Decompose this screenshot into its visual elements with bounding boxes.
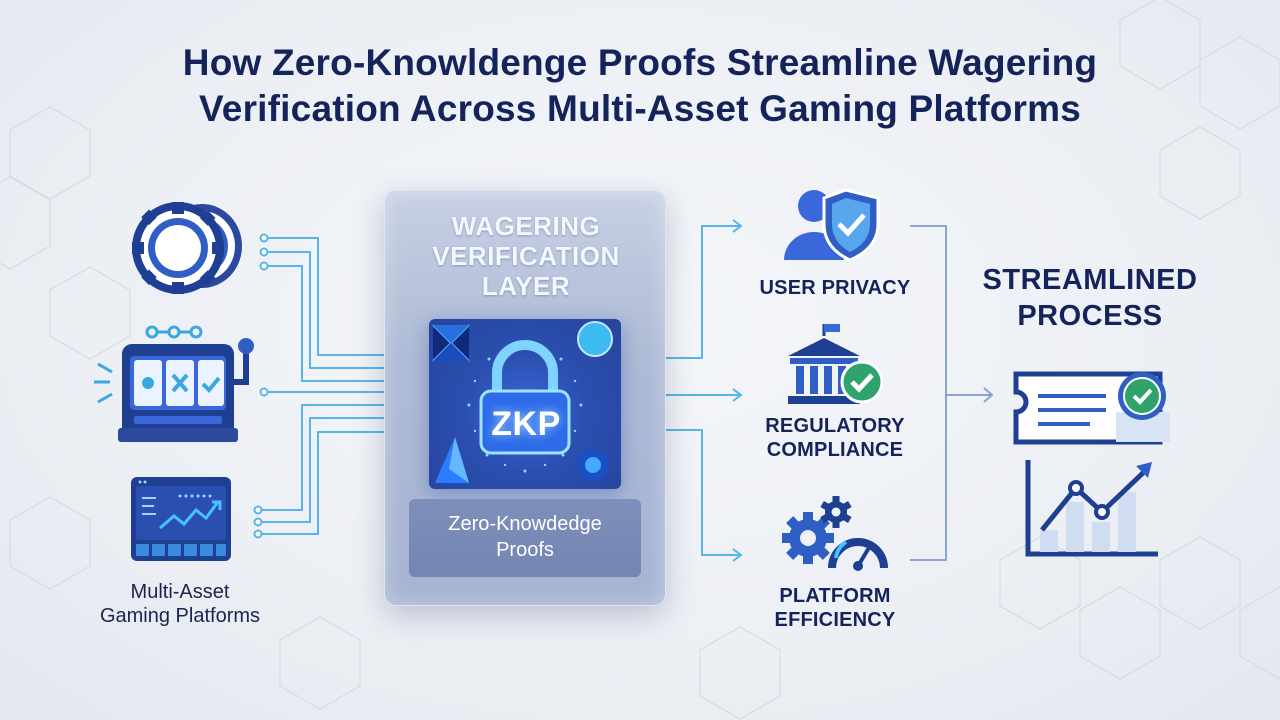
page-title: How Zero-Knowldenge Proofs Streamline Wa…	[0, 40, 1280, 132]
zkp-badge: ZKP	[491, 405, 561, 443]
source-label-line-1: Multi-Asset	[130, 581, 230, 603]
panel-title: WAGERING VERIFICATION LAYER	[385, 211, 667, 301]
benefit-3-line-1: PLATFORM	[779, 585, 891, 607]
padlock-icon	[479, 340, 571, 455]
zkp-card	[429, 319, 621, 489]
benefit-2-line-2: COMPLIANCE	[766, 439, 904, 461]
panel-title-line-3: LAYER	[481, 271, 571, 301]
certified-ticket-icon	[1010, 362, 1172, 456]
verification-layer-panel: WAGERING VERIFICATION LAYER	[384, 190, 666, 606]
result-title-line-2: PROCESS	[1017, 300, 1163, 332]
bank-check-icon	[784, 320, 884, 408]
page-title-line-1: How Zero-Knowldenge Proofs Streamline Wa…	[182, 42, 1098, 83]
result-title: STREAMLINED PROCESS	[960, 262, 1220, 334]
gears-gauge-icon	[780, 496, 890, 572]
panel-title-line-2: VERIFICATION	[432, 241, 620, 271]
trading-dashboard-icon	[130, 476, 232, 562]
crypto-shapes	[432, 321, 613, 483]
zkp-subtitle-box: Zero-Knowdedge Proofs	[409, 499, 641, 577]
source-label-line-2: Gaming Platforms	[99, 605, 261, 627]
panel-title-line-1: WAGERING	[451, 211, 601, 241]
benefit-2-line-1: REGULATORY	[765, 415, 905, 437]
growth-chart-icon	[1022, 456, 1164, 560]
benefit-3-line-2: EFFICIENCY	[774, 609, 896, 631]
slot-machine-icon	[90, 322, 262, 448]
result-title-line-1: STREAMLINED	[982, 264, 1198, 296]
source-platforms-label: Multi-Asset Gaming Platforms	[70, 580, 290, 628]
zkp-subtitle-line-1: Zero-Knowdedge	[448, 513, 602, 535]
benefit-user-privacy: USER PRIVACY	[740, 276, 930, 300]
benefit-regulatory-compliance: REGULATORY COMPLIANCE	[740, 414, 930, 462]
user-shield-icon	[784, 184, 884, 264]
benefit-platform-efficiency: PLATFORM EFFICIENCY	[740, 584, 930, 632]
casino-chips-icon	[130, 196, 250, 300]
zkp-subtitle-line-2: Proofs	[496, 539, 554, 561]
page-title-line-2: Verification Across Multi-Asset Gaming P…	[198, 88, 1082, 129]
benefit-1-line-1: USER PRIVACY	[759, 277, 911, 299]
